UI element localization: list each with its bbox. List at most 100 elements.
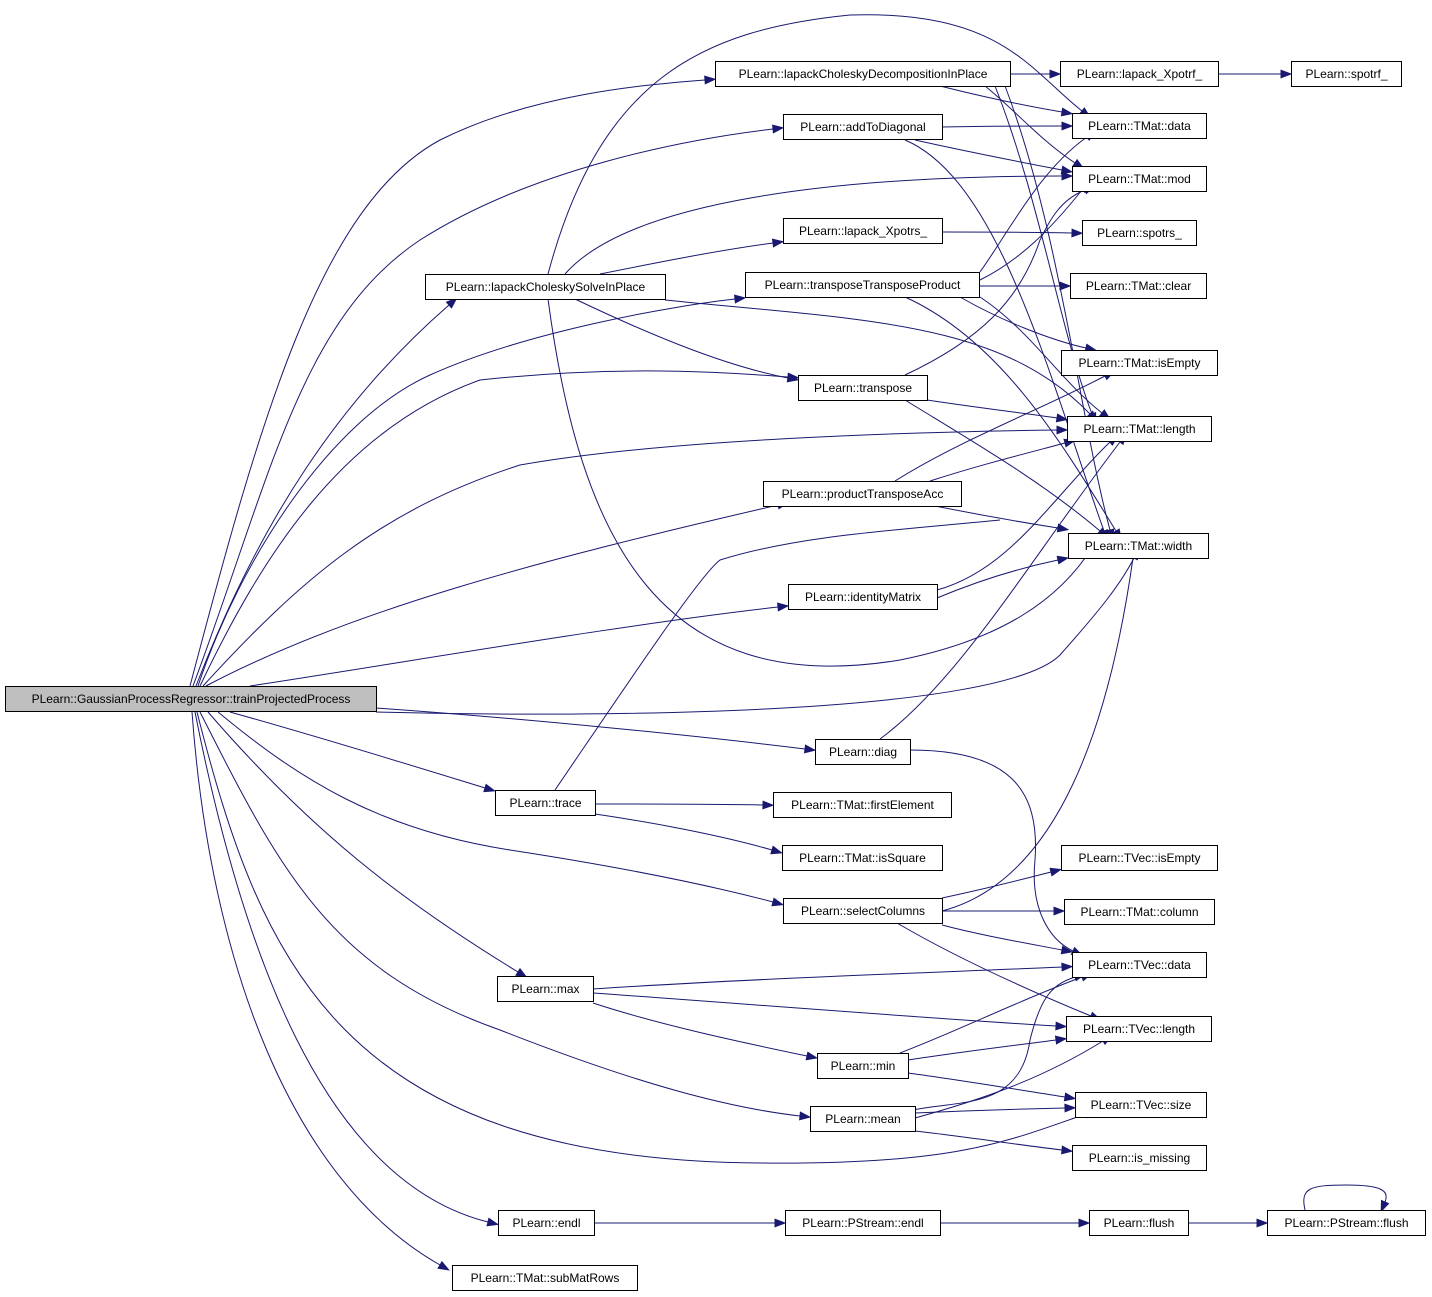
node-plearn-tmat-isempty[interactable]: PLearn::TMat::isEmpty [1061,350,1218,376]
node-box [497,976,594,1002]
node-plearn-tmat-width[interactable]: PLearn::TMat::width [1068,533,1209,559]
node-plearn-trace[interactable]: PLearn::trace [495,790,596,816]
node-plearn-tmat-clear[interactable]: PLearn::TMat::clear [1070,273,1207,299]
node-plearn-max[interactable]: PLearn::max [497,976,594,1002]
node-plearn-tvec-data[interactable]: PLearn::TVec::data [1072,952,1207,978]
arrowhead [803,744,817,754]
node-plearn-tvec-size[interactable]: PLearn::TVec::size [1075,1092,1207,1118]
node-box [452,1265,638,1291]
edge-line [914,139,1063,171]
node-box [783,114,943,140]
node-plearn-selectcolumns[interactable]: PLearn::selectColumns [783,898,943,924]
node-label: PLearn::TMat::width [1085,539,1192,553]
node-plearn-lapackcholeskysolveinplace[interactable]: PLearn::lapackCholeskySolveInPlace [425,274,666,300]
edge-plearn-gaussianprocessregressor-trainprojectedprocess-to-plearn-tmat-submatrows [191,711,450,1271]
arrowhead [1061,1145,1074,1155]
arrowhead [771,897,785,907]
edge-plearn-producttransposeacc-to-plearn-tmat-width [934,505,1070,533]
node-plearn-tvec-isempty[interactable]: PLearn::TVec::isEmpty [1061,845,1218,871]
arrowhead [1056,425,1069,435]
arrowhead [771,238,785,248]
edge-line [229,711,486,789]
node-plearn-tmat-data[interactable]: PLearn::TMat::data [1072,113,1207,139]
node-label: PLearn::trace [509,796,581,810]
node-plearn-identitymatrix[interactable]: PLearn::identityMatrix [788,584,938,610]
node-plearn-spotrf[interactable]: PLearn::spotrf_ [1291,61,1402,87]
edge-plearn-identitymatrix-to-plearn-tmat-length [936,434,1119,591]
edge-line [979,136,1088,273]
node-label: PLearn::flush [1104,1216,1175,1230]
node-plearn-tmat-mod[interactable]: PLearn::TMat::mod [1072,166,1207,192]
edge-line [192,128,774,687]
node-plearn-gaussianprocessregressor-trainprojectedprocess[interactable]: PLearn::GaussianProcessRegressor::trainP… [5,686,377,712]
node-plearn-lapackcholeskydecompositioninplace[interactable]: PLearn::lapackCholeskyDecompositionInPla… [715,61,1011,87]
edge-line [202,429,1058,687]
node-plearn-tmat-issquare[interactable]: PLearn::TMat::isSquare [782,845,943,871]
edge-line [375,557,1135,715]
edge-plearn-addtodiagonal-to-plearn-tmat-mod [914,139,1074,175]
node-plearn-tvec-length[interactable]: PLearn::TVec::length [1066,1016,1212,1042]
node-label: PLearn::lapack_Xpotrf_ [1077,67,1203,81]
node-plearn-diag[interactable]: PLearn::diag [815,739,911,765]
arrowhead [1380,1199,1390,1213]
node-plearn-tmat-firstelement[interactable]: PLearn::TMat::firstElement [773,792,952,818]
edge-line [941,231,1073,234]
edge-line [1004,85,1111,531]
node-plearn-pstream-endl[interactable]: PLearn::PStream::endl [785,1210,941,1236]
arrowhead [1061,121,1074,131]
node-plearn-transposetransposeproduct[interactable]: PLearn::transposeTransposeProduct [745,272,980,298]
arrowhead [1055,1021,1068,1031]
edge-plearn-min-to-plearn-tvec-length [907,1035,1068,1061]
node-box [785,1210,941,1236]
edge-plearn-lapackcholeskysolveinplace-to-plearn-lapack-xpotrs [599,238,785,275]
arrowhead [486,1217,500,1227]
edge-plearn-gaussianprocessregressor-trainprojectedprocess-to-plearn-lapackcholeskysolveinplace [195,297,458,687]
node-box [1066,1016,1212,1042]
edge-line [934,505,1059,529]
edge-plearn-selectcolumns-to-plearn-tvec-data [941,924,1074,955]
node-plearn-lapack-xpotrs[interactable]: PLearn::lapack_Xpotrs_ [783,218,943,244]
node-plearn-mean[interactable]: PLearn::mean [810,1106,916,1132]
edge-plearn-min-to-plearn-tvec-size [907,1072,1077,1102]
node-label: PLearn::TMat::firstElement [791,798,934,812]
arrowhead [772,124,785,134]
edge-line [979,189,1083,281]
edge-line [914,1130,1063,1151]
node-plearn-flush[interactable]: PLearn::flush [1089,1210,1189,1236]
node-plearn-tmat-column[interactable]: PLearn::TMat::column [1064,899,1215,925]
node-label: PLearn::TMat::isSquare [799,851,926,865]
node-plearn-min[interactable]: PLearn::min [817,1053,909,1079]
node-label: PLearn::selectColumns [801,904,925,918]
node-plearn-transpose[interactable]: PLearn::transpose [798,375,928,401]
node-plearn-endl[interactable]: PLearn::endl [498,1210,595,1236]
arrowhead [1054,1035,1068,1045]
edge-plearn-max-to-plearn-tvec-data [592,962,1074,990]
node-plearn-producttransposeacc[interactable]: PLearn::productTransposeAcc [763,481,962,507]
node-box [1082,220,1197,246]
node-label: PLearn::TMat::clear [1086,279,1191,293]
edge-line [959,296,1087,349]
edge-line [196,711,1087,1164]
arrowhead [445,297,458,309]
node-box [1072,166,1207,192]
node-plearn-is-missing[interactable]: PLearn::is_missing [1072,1145,1207,1171]
edge-line [941,557,1134,912]
node-plearn-tmat-submatrows[interactable]: PLearn::TMat::subMatRows [452,1265,638,1291]
node-label: PLearn::addToDiagonal [800,120,925,134]
node-plearn-addtodiagonal[interactable]: PLearn::addToDiagonal [783,114,943,140]
node-plearn-pstream-flush[interactable]: PLearn::PStream::flush [1267,1210,1426,1236]
node-plearn-spotrs[interactable]: PLearn::spotrs_ [1082,220,1197,246]
edge-plearn-trace-to-plearn-tmat-firstelement [594,800,775,810]
node-label: PLearn::min [831,1059,896,1073]
edge-line [594,813,773,851]
arrowhead [1049,69,1062,79]
edge-plearn-lapackcholeskysolveinplace-to-plearn-tmat-mod [564,171,1074,275]
edge-line [574,298,789,379]
arrowhead [515,967,528,978]
arrowhead [437,1260,450,1271]
node-plearn-tmat-length[interactable]: PLearn::TMat::length [1067,416,1212,442]
arrowhead [1060,107,1074,117]
edge-line [896,922,1092,1017]
node-plearn-lapack-xpotrf[interactable]: PLearn::lapack_Xpotrf_ [1060,61,1219,87]
edge-line [547,14,1083,275]
